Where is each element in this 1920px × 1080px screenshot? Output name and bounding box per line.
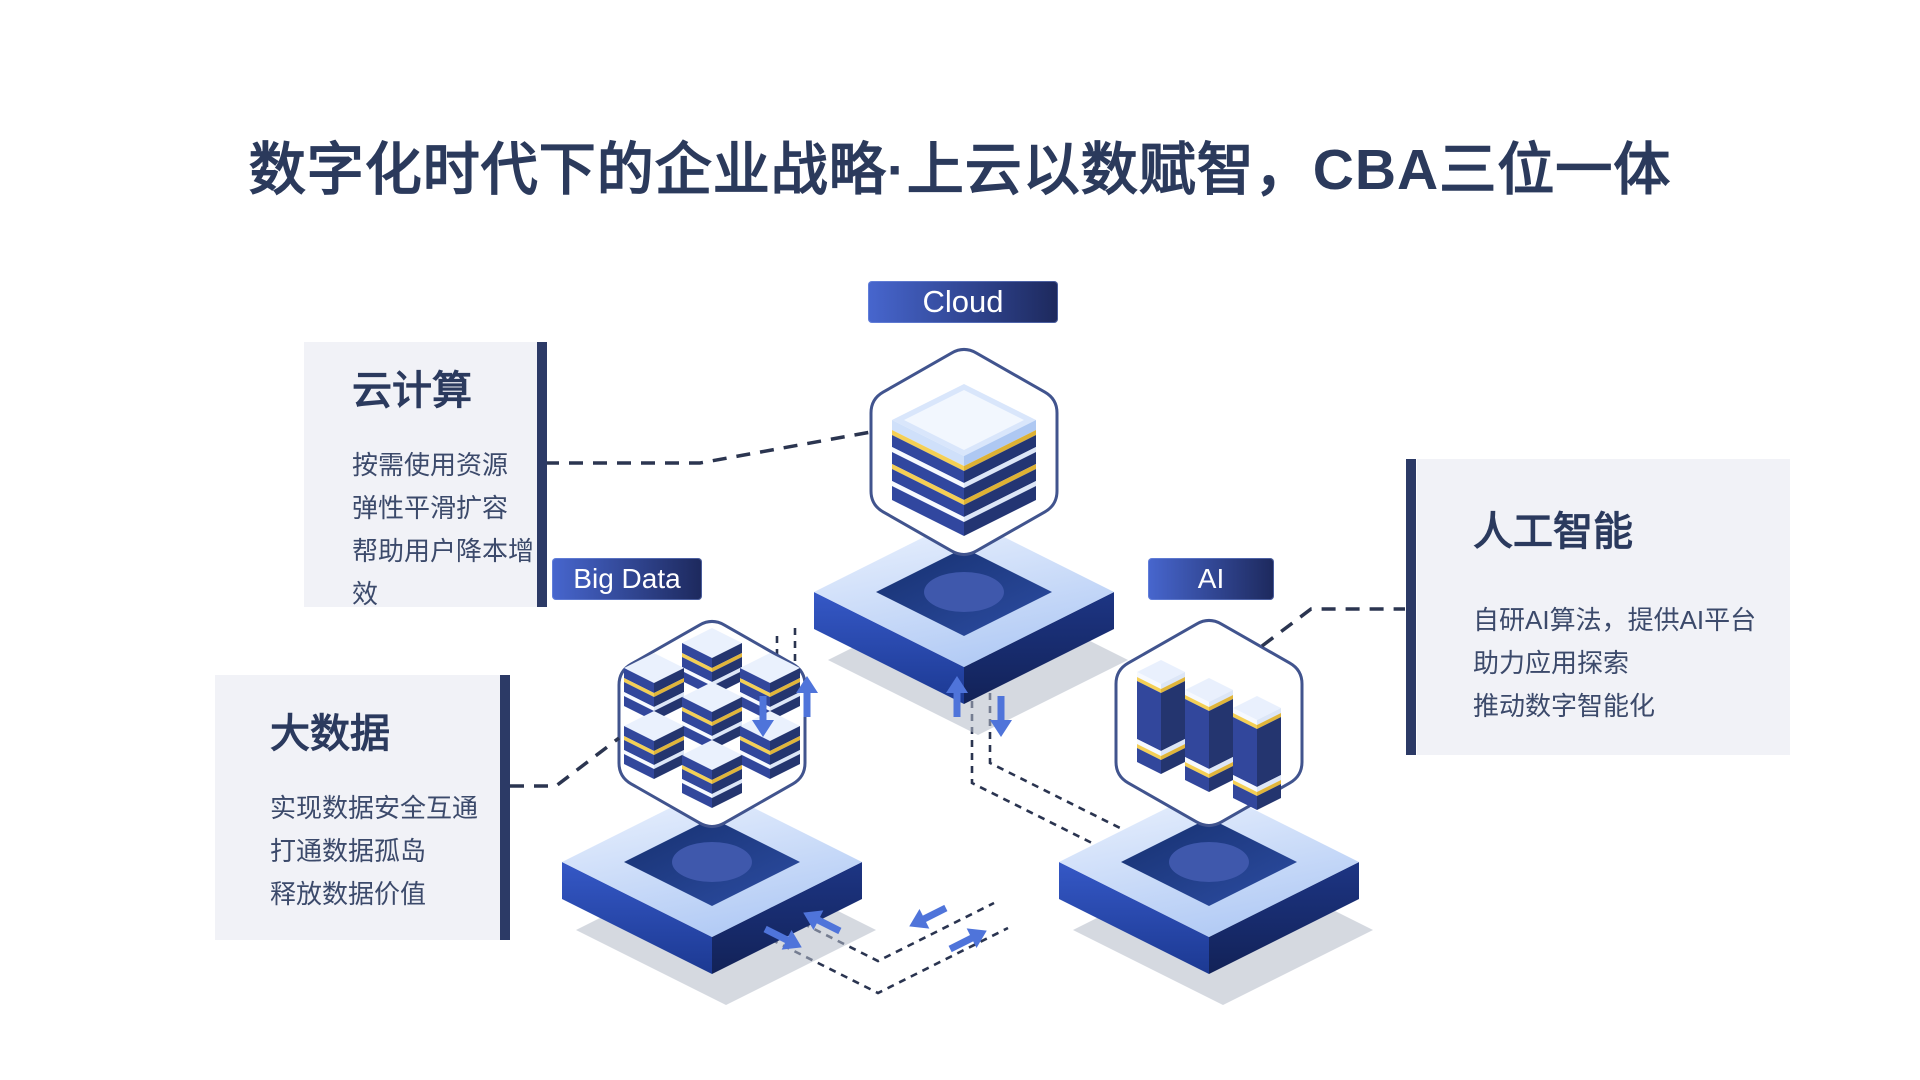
ai-panel: 人工智能 自研AI算法，提供AI平台 助力应用探索 推动数字智能化 xyxy=(1406,459,1790,755)
big-data-panel: 大数据 实现数据安全互通 打通数据孤岛 释放数据价值 xyxy=(215,675,510,940)
panel-connectors xyxy=(510,430,1405,788)
accent-bar xyxy=(537,342,547,607)
panel-line: 释放数据价值 xyxy=(270,879,427,909)
cloud-computing-panel: 云计算 按需使用资源 弹性平滑扩容 帮助用户降本增效 xyxy=(304,342,547,609)
panel-line: 助力应用探索 xyxy=(1473,648,1630,678)
ai-panel-connector xyxy=(1260,607,1405,648)
cloud-server-icon xyxy=(892,384,1036,536)
cloud-node-label: Cloud xyxy=(868,281,1058,323)
bigdata-node-label: Big Data xyxy=(552,558,702,600)
panel-line: 推动数字智能化 xyxy=(1473,691,1656,721)
accent-bar xyxy=(500,675,510,940)
ai-node-label: AI xyxy=(1148,558,1274,600)
ai-hexagon xyxy=(1114,618,1304,828)
panel-line: 打通数据孤岛 xyxy=(270,836,427,866)
accent-bar xyxy=(1406,459,1416,755)
panel-line: 实现数据安全互通 xyxy=(270,793,479,823)
cloud-hexagon xyxy=(869,347,1059,557)
bigdata-panel-connector xyxy=(510,736,621,788)
panel-title: 人工智能 xyxy=(1473,510,1633,554)
panel-title: 大数据 xyxy=(270,712,390,756)
page-title: 数字化时代下的企业战略·上云以数赋智，CBA三位一体 xyxy=(248,138,1672,202)
panel-line: 自研AI算法，提供AI平台 xyxy=(1473,605,1757,635)
panel-line: 帮助用户降本增效 xyxy=(352,536,535,609)
panel-title: 云计算 xyxy=(352,369,472,413)
panel-line: 弹性平滑扩容 xyxy=(352,493,509,523)
panel-line: 按需使用资源 xyxy=(352,450,509,480)
cloud-panel-connector xyxy=(545,430,872,465)
